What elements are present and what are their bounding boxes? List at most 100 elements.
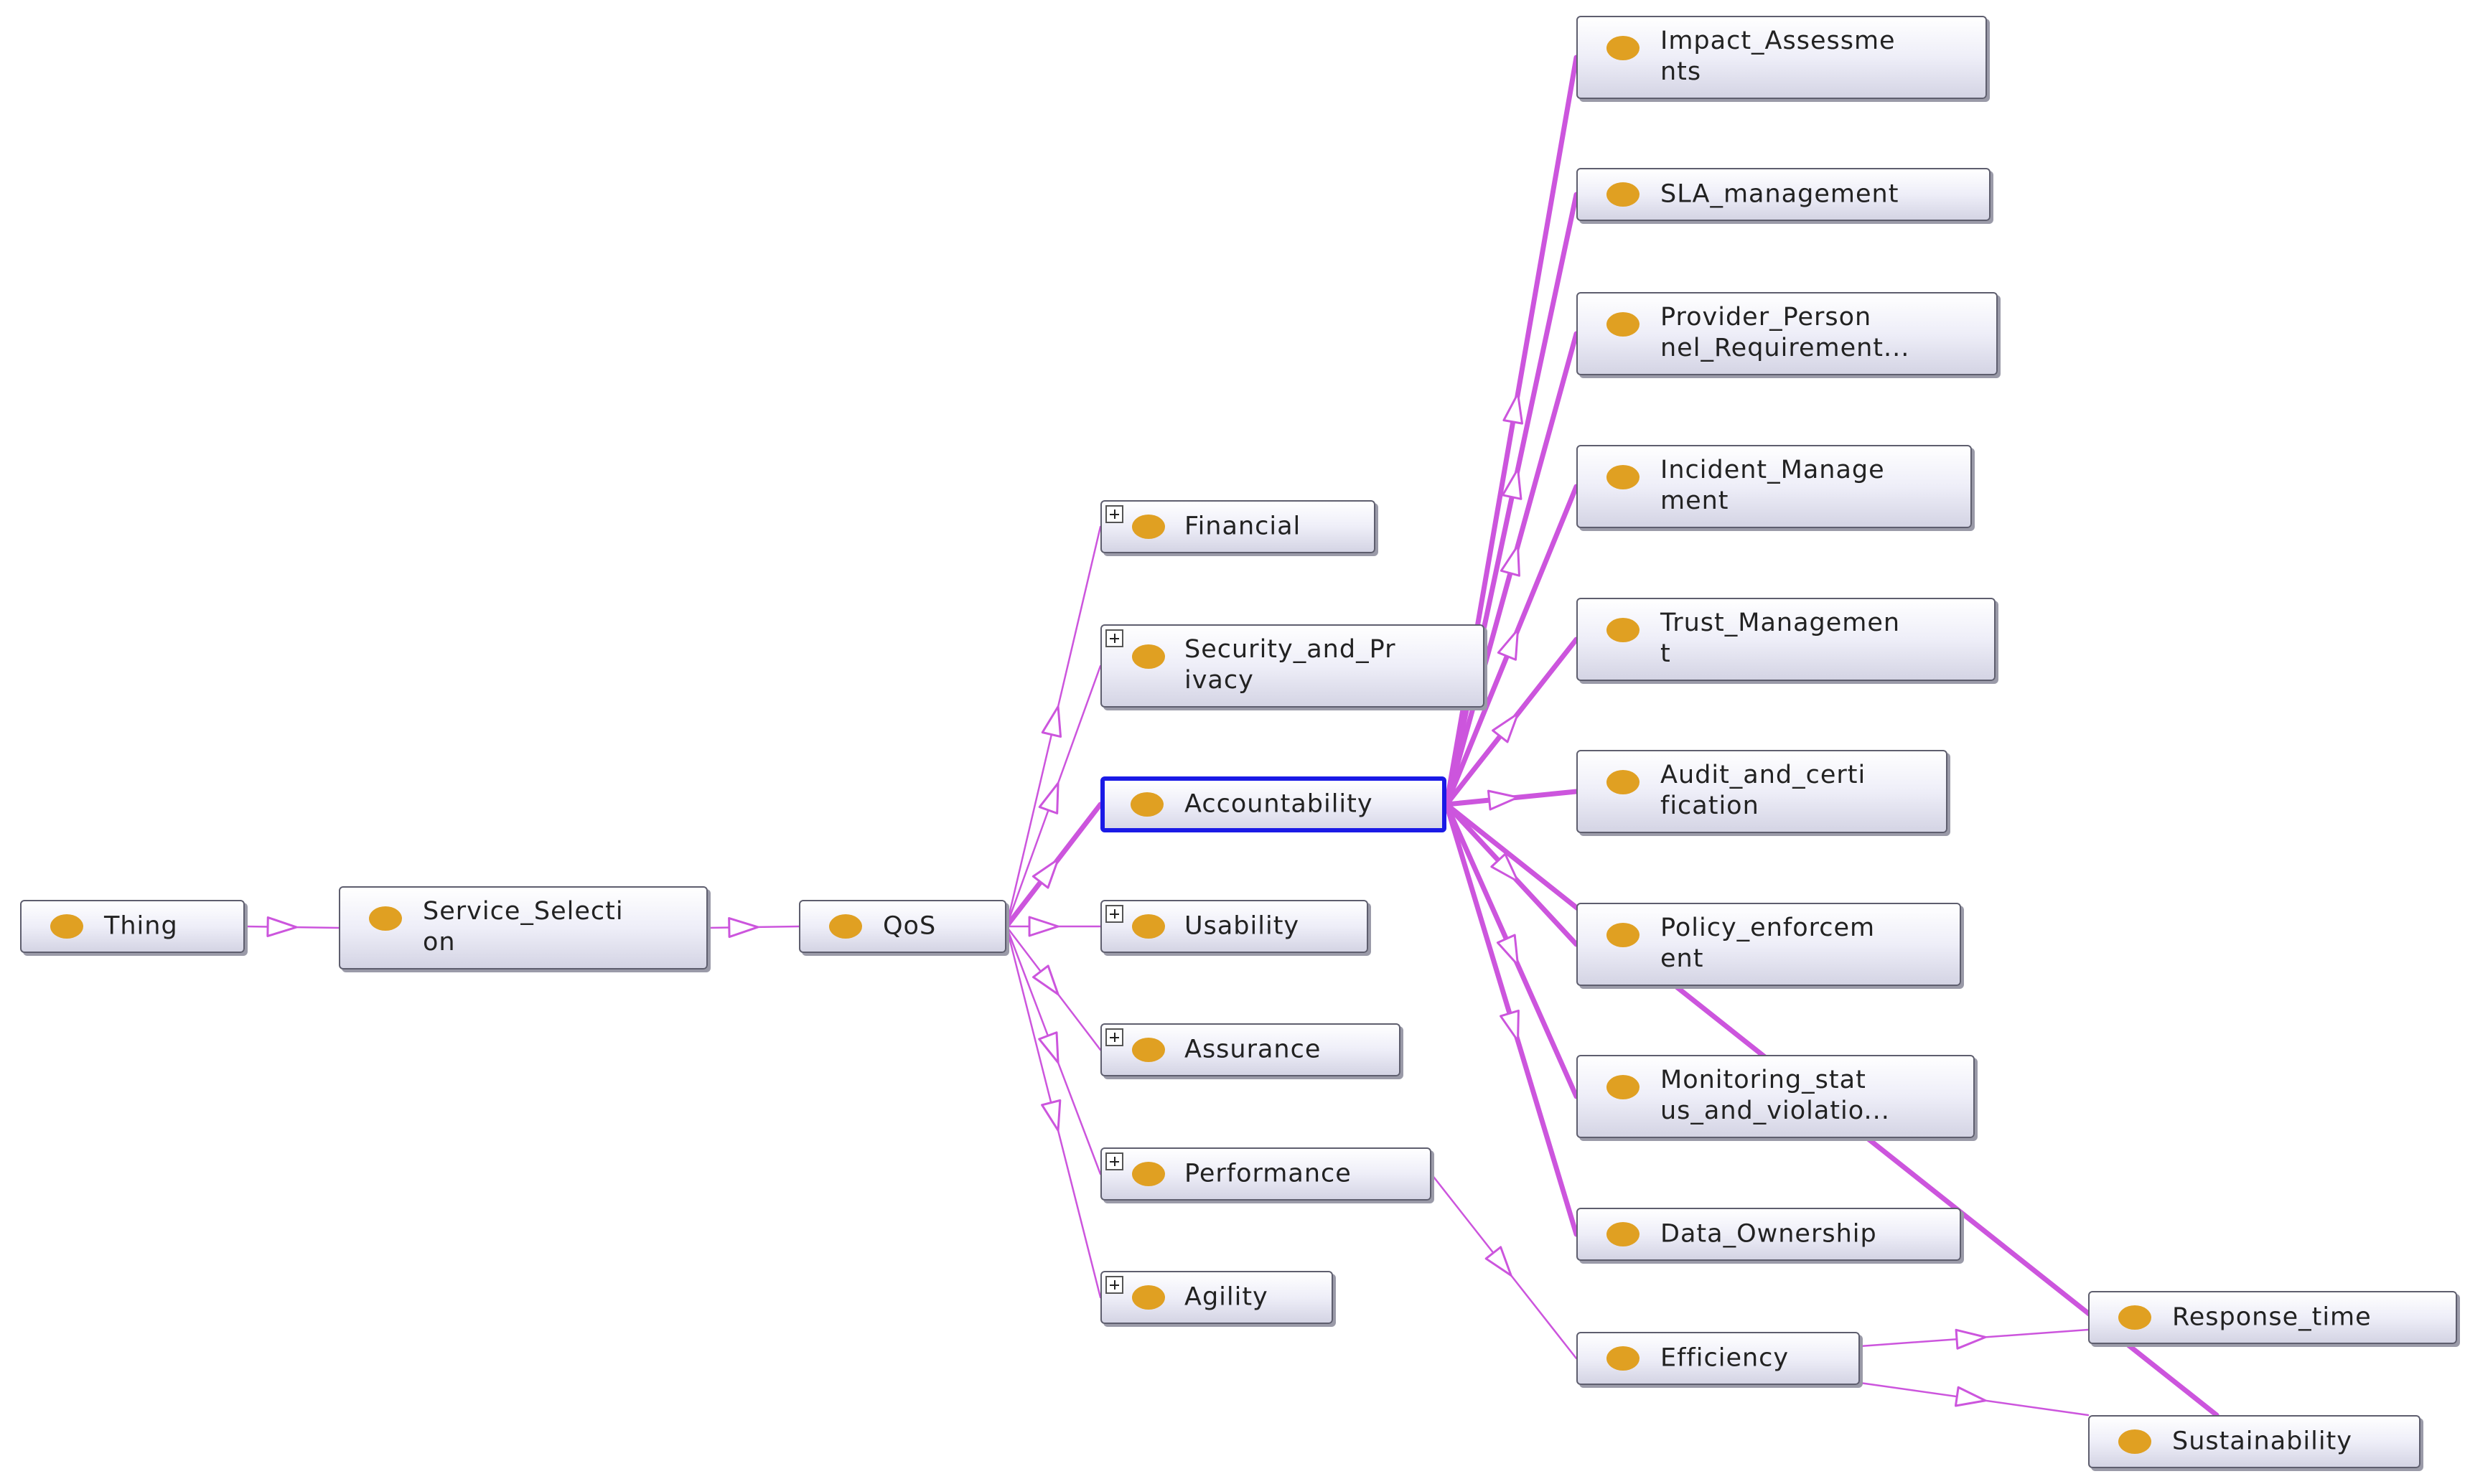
edge-accountability-to-audit_and_certification	[1444, 789, 1579, 811]
class-icon	[1132, 914, 1165, 939]
node-label: Assurance	[1184, 1035, 1322, 1064]
node-usability[interactable]: Usability	[1100, 900, 1368, 953]
class-icon	[1606, 1346, 1640, 1371]
expand-icon[interactable]	[1105, 629, 1123, 647]
class-icon	[1606, 465, 1640, 489]
arrowhead-icon	[1497, 628, 1520, 661]
node-security-and-privacy[interactable]: Security_and_Pr ivacy	[1100, 624, 1484, 708]
node-thing[interactable]: Thing	[20, 900, 245, 953]
node-provider-personnel[interactable]: Provider_Person nel_Requirement...	[1576, 292, 1998, 375]
expand-icon[interactable]	[1105, 1028, 1123, 1046]
edge-qos-to-agility	[1005, 925, 1102, 1299]
class-icon	[1132, 1162, 1165, 1186]
class-icon	[1606, 182, 1640, 207]
edge-accountability-to-policy_enforcement	[1444, 802, 1579, 947]
node-monitoring[interactable]: Monitoring_stat us_and_violatio...	[1576, 1055, 1975, 1138]
arrowhead-icon	[1041, 1099, 1062, 1132]
node-response-time[interactable]: Response_time	[2088, 1291, 2457, 1344]
arrowhead-icon	[1490, 853, 1520, 883]
edge-performance-to-efficiency	[1430, 1173, 1578, 1360]
arrowhead-icon	[1038, 781, 1060, 814]
arrowhead-icon	[1487, 789, 1520, 811]
node-label: Audit_and_certi fication	[1660, 761, 1866, 820]
arrowhead-icon	[1032, 858, 1060, 889]
node-label: Provider_Person nel_Requirement...	[1660, 303, 1910, 362]
edge-accountability-to-monitoring	[1444, 802, 1579, 1099]
class-icon	[1132, 1038, 1165, 1062]
expand-icon[interactable]	[1105, 505, 1123, 523]
node-label: Policy_enforcem ent	[1660, 914, 1876, 973]
edge-accountability-to-trust_management	[1444, 637, 1579, 807]
node-label: Financial	[1184, 512, 1301, 541]
arrowhead-icon	[1500, 544, 1520, 577]
arrowhead-icon	[266, 916, 298, 937]
arrowhead-icon	[1496, 934, 1520, 967]
expand-icon[interactable]	[1105, 905, 1123, 923]
class-icon	[1132, 515, 1165, 539]
edge-efficiency-to-response_time	[1858, 1328, 2090, 1350]
node-label: Impact_Assessme nts	[1660, 27, 1896, 86]
edge-accountability-to-sla_management	[1444, 192, 1579, 807]
edge-accountability-to-incident_management	[1444, 484, 1579, 807]
expand-icon[interactable]	[1105, 1152, 1123, 1170]
arrowhead-icon	[1500, 1009, 1520, 1042]
class-icon	[2118, 1305, 2151, 1330]
node-incident-management[interactable]: Incident_Manage ment	[1576, 445, 1972, 528]
class-icon	[1132, 644, 1165, 669]
class-icon	[1606, 618, 1640, 642]
node-label: Security_and_Pr ivacy	[1184, 635, 1396, 695]
node-audit-and-certification[interactable]: Audit_and_certi fication	[1576, 750, 1947, 833]
node-label: Service_Selecti on	[423, 897, 624, 957]
node-label: Incident_Manage ment	[1660, 456, 1885, 515]
edge-qos-to-financial	[1005, 525, 1102, 928]
node-sla-management[interactable]: SLA_management	[1576, 168, 1991, 221]
node-performance[interactable]: Performance	[1100, 1147, 1431, 1201]
edge-qos-to-performance	[1005, 925, 1102, 1175]
class-icon	[2118, 1429, 2151, 1454]
node-impact-assessments[interactable]: Impact_Assessme nts	[1576, 16, 1987, 99]
node-agility[interactable]: Agility	[1100, 1271, 1333, 1324]
arrowhead-icon	[1955, 1328, 1987, 1350]
edge-service_selection-to-qos	[706, 917, 800, 939]
node-trust-management[interactable]: Trust_Managemen t	[1576, 598, 1996, 681]
node-label: Accountability	[1184, 789, 1373, 819]
node-label: Efficiency	[1660, 1343, 1790, 1373]
class-icon	[369, 906, 402, 931]
node-assurance[interactable]: Assurance	[1100, 1023, 1400, 1076]
node-label: Thing	[104, 911, 178, 941]
arrowhead-icon	[1041, 705, 1062, 738]
node-label: Data_Ownership	[1660, 1219, 1877, 1249]
node-label: Usability	[1184, 911, 1300, 941]
arrowhead-icon	[728, 917, 759, 939]
class-icon	[1606, 1075, 1640, 1099]
node-accountability[interactable]: Accountability	[1100, 776, 1446, 832]
class-icon	[1606, 770, 1640, 794]
edge-efficiency-to-sustainability	[1858, 1381, 2090, 1417]
arrowhead-icon	[1484, 1246, 1512, 1277]
node-label: QoS	[883, 911, 937, 941]
node-sustainability[interactable]: Sustainability	[2088, 1415, 2420, 1468]
arrowhead-icon	[1954, 1386, 1987, 1407]
class-icon	[50, 914, 83, 939]
edge-qos-to-accountability	[1004, 802, 1103, 929]
node-label: Response_time	[2172, 1302, 2372, 1332]
node-label: Performance	[1184, 1159, 1352, 1188]
class-icon	[1606, 1222, 1640, 1246]
arrowhead-icon	[1502, 392, 1524, 425]
node-service-selection[interactable]: Service_Selecti on	[339, 886, 708, 969]
arrowhead-icon	[1038, 1031, 1060, 1064]
node-label: Agility	[1184, 1282, 1268, 1312]
class-icon	[1606, 312, 1640, 337]
node-efficiency[interactable]: Efficiency	[1576, 1332, 1860, 1385]
node-data-ownership[interactable]: Data_Ownership	[1576, 1208, 1961, 1261]
edge-qos-to-usability	[1005, 916, 1102, 937]
node-financial[interactable]: Financial	[1100, 500, 1375, 553]
node-label: Monitoring_stat us_and_violatio...	[1660, 1066, 1890, 1125]
edge-accountability-to-data_ownership	[1444, 802, 1579, 1237]
expand-icon[interactable]	[1105, 1276, 1123, 1294]
arrowhead-icon	[1032, 964, 1060, 996]
node-qos[interactable]: QoS	[799, 900, 1006, 953]
node-policy-enforcement[interactable]: Policy_enforcem ent	[1576, 903, 1961, 986]
arrowhead-icon	[1028, 916, 1060, 937]
